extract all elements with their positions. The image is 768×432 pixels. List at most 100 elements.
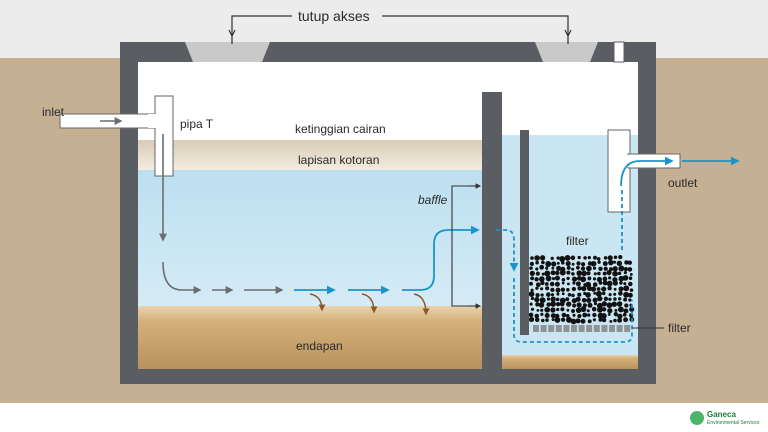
filter-pellet <box>535 302 540 307</box>
filter-pellet <box>535 286 539 290</box>
filter-pellet <box>566 282 570 286</box>
filter-pellet <box>606 302 613 309</box>
filter-pellet <box>575 318 581 324</box>
flow-curve-gray <box>162 261 202 294</box>
filter-pellet <box>587 276 592 281</box>
filter-pellet <box>534 317 540 323</box>
filter-pellet <box>623 308 629 314</box>
filter-pellet <box>622 312 627 317</box>
filter-pellet <box>555 287 561 293</box>
filter-pellet <box>618 286 624 292</box>
filter-pellet <box>530 296 535 301</box>
filter-pellet <box>581 270 587 277</box>
filter-pellet <box>539 264 545 270</box>
filter-pellet <box>561 277 566 282</box>
filter-pellet <box>565 297 570 302</box>
outlet-label: outlet <box>668 176 698 190</box>
filter-pellet <box>571 262 575 266</box>
filter-pellet <box>550 270 556 276</box>
filter-pellet <box>576 270 583 277</box>
filter-pellet <box>529 270 535 276</box>
filter-pellet <box>559 269 566 276</box>
filter-pellet <box>598 317 603 322</box>
filter-pellet <box>623 271 628 275</box>
filter-pellet <box>554 275 560 281</box>
vent-pipe <box>613 41 625 63</box>
filter-pellet <box>593 272 597 276</box>
filter-pellet <box>629 272 633 276</box>
access-pointer-right-tip <box>564 29 572 37</box>
filter-pellet <box>541 318 545 323</box>
filter-pellet <box>608 293 612 297</box>
filter-grate-segment <box>586 325 593 332</box>
filter-pellet <box>535 260 539 265</box>
filter-pellet <box>566 265 571 270</box>
filter-pellet <box>590 286 597 292</box>
filter-chamber-sediment <box>502 355 638 369</box>
filter-pellet <box>601 286 607 292</box>
filter-pellet <box>601 291 606 296</box>
filter-pellet <box>540 312 544 317</box>
filter-pellet <box>608 276 612 280</box>
sediment-label: endapan <box>296 339 343 353</box>
filter-grate-segment <box>601 325 608 332</box>
filter-grate-segment <box>624 325 631 332</box>
filter-pellet <box>613 297 617 301</box>
outlet-joint <box>624 155 632 167</box>
filter-pellet <box>618 306 624 313</box>
filter-grate-segment <box>593 325 600 332</box>
t-pipe-joint <box>148 114 158 128</box>
filter-pellet <box>628 298 632 302</box>
filter-pellet <box>572 313 576 317</box>
filter-pellet <box>564 254 571 261</box>
filter-pellet <box>545 275 552 282</box>
baffle-lower <box>482 238 502 369</box>
access-pointer-left-tip <box>228 29 236 37</box>
filter-pellet <box>560 317 566 322</box>
filter-pellet <box>571 267 575 271</box>
filter-pellet <box>534 255 540 261</box>
filter-pellet <box>540 293 544 297</box>
filter-pellet <box>541 260 545 265</box>
filter-pellet <box>623 291 630 298</box>
filter-grate <box>533 325 631 332</box>
filter-pellet <box>596 276 602 283</box>
filter-pellet <box>566 276 570 281</box>
filter-pellet <box>545 261 552 267</box>
filter-pellet <box>586 271 591 276</box>
filter-pellet <box>616 301 623 307</box>
filter-pellet <box>544 270 551 277</box>
filter-grate-segment <box>571 325 577 332</box>
filter-pellet <box>580 276 587 283</box>
logo-tagline: Environmental Services <box>707 420 760 426</box>
filter-pellet <box>577 255 581 260</box>
filter-pellet <box>530 288 534 292</box>
filter-pellet <box>550 301 556 307</box>
filter-pellet <box>601 307 607 312</box>
filter-pellet <box>560 307 565 312</box>
filter-pellet <box>554 281 560 287</box>
filter-pellet <box>618 255 623 260</box>
filter-pellet <box>627 260 632 265</box>
filter-pellet <box>597 295 603 302</box>
bottom-margin <box>0 403 768 432</box>
filter-pellet <box>586 265 592 272</box>
access-cover-label: tutup akses <box>298 8 370 24</box>
filter-pellet <box>556 307 560 312</box>
filter-pellet <box>591 306 597 312</box>
settle-arrow-1 <box>309 293 326 312</box>
baffle-upper <box>482 92 502 216</box>
filter-pellet <box>529 302 533 306</box>
filter-pellet <box>592 266 597 270</box>
filter-pellet <box>561 292 565 296</box>
scum-layer <box>138 140 482 170</box>
filter-grate-segment <box>540 325 547 332</box>
filter-media <box>528 254 635 325</box>
logo-name: Ganeca <box>707 410 736 419</box>
baffle-pointer <box>451 185 478 307</box>
filter-pellet <box>528 316 535 323</box>
filter-pellet <box>551 261 557 267</box>
filter-pellet <box>628 276 633 280</box>
filter-pellet <box>545 286 550 291</box>
